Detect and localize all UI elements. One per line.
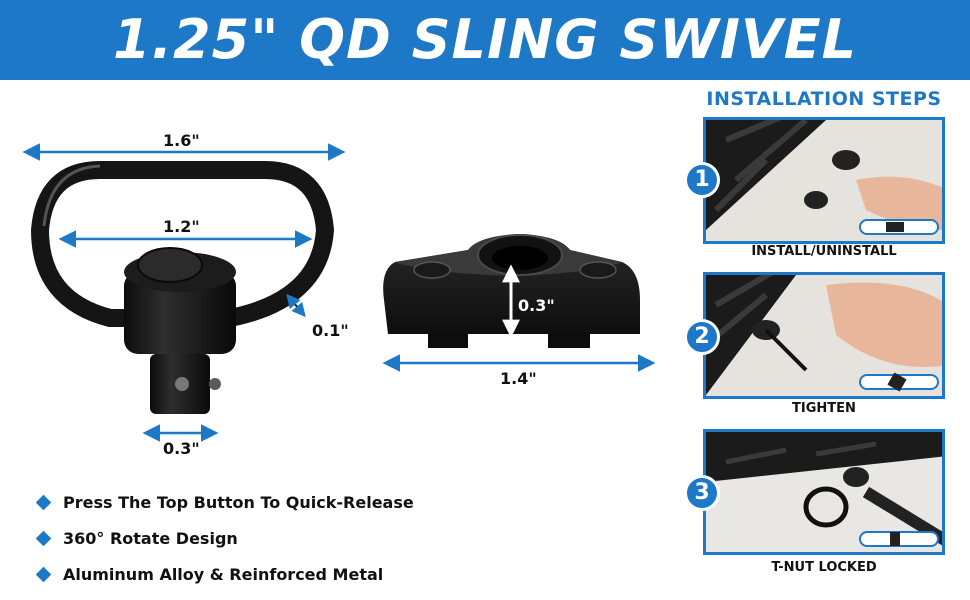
feature-list: Press The Top Button To Quick-Release 36… — [35, 484, 414, 592]
mount-length-label: 1.4" — [500, 369, 537, 388]
installation-steps-title: INSTALLATION STEPS — [706, 88, 942, 110]
step-1-badge: 1 — [684, 162, 720, 198]
thickness-label: 0.1" — [312, 321, 349, 340]
step-3-photo — [703, 429, 945, 555]
feature-item: Aluminum Alloy & Reinforced Metal — [35, 556, 414, 592]
diamond-bullet-icon — [35, 566, 52, 582]
product-illustration — [22, 143, 656, 442]
diamond-bullet-icon — [35, 494, 52, 510]
step-1-photo — [703, 117, 945, 244]
feature-item: Press The Top Button To Quick-Release — [35, 484, 414, 520]
feature-text: Press The Top Button To Quick-Release — [63, 492, 414, 512]
feature-text: Aluminum Alloy & Reinforced Metal — [63, 564, 384, 584]
stem-diameter-label: 0.3" — [163, 439, 200, 458]
banner-title: 1.25" QD SLING SWIVEL — [112, 8, 858, 71]
feature-item: 360° Rotate Design — [35, 520, 414, 556]
feature-text: 360° Rotate Design — [63, 528, 238, 548]
outer-width-label: 1.6" — [163, 131, 200, 150]
title-banner: 1.25" QD SLING SWIVEL — [0, 0, 970, 80]
diamond-bullet-icon — [35, 530, 52, 546]
step-2-photo — [703, 272, 945, 399]
step-2-badge: 2 — [684, 319, 720, 355]
swivel-body — [124, 247, 236, 414]
step-1-label: INSTALL/UNINSTALL — [751, 244, 897, 259]
thickness-arrow — [286, 293, 306, 318]
inner-width-label: 1.2" — [163, 217, 200, 236]
step-2-label: TIGHTEN — [792, 401, 856, 416]
mount-height-label: 0.3" — [518, 296, 555, 315]
step-3-badge: 3 — [684, 475, 720, 511]
step-3-label: T-NUT LOCKED — [771, 560, 877, 575]
